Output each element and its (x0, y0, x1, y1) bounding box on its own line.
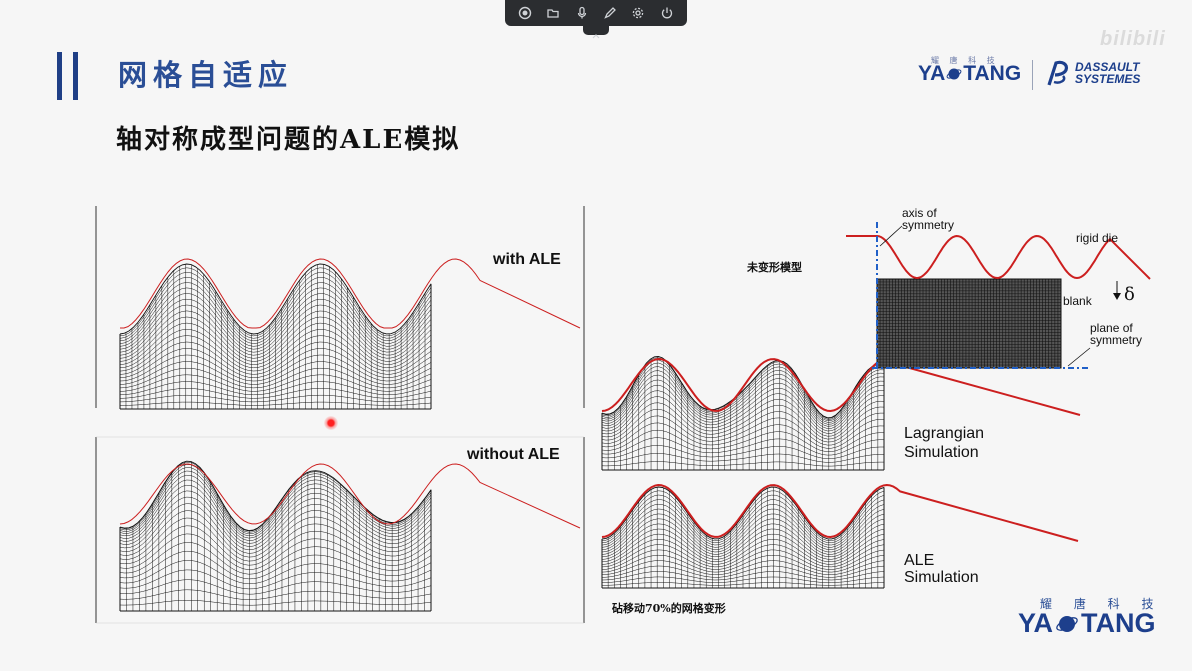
pen-icon[interactable] (601, 4, 619, 22)
ale-line1: ALE (904, 552, 935, 569)
label-ale-simulation: ALE Simulation (904, 552, 979, 586)
mesh-lagrangian (601, 355, 1081, 471)
title-bar-left (57, 52, 62, 100)
schematic-undeformed (846, 222, 1151, 370)
dassault-logo: DASSAULT SYSTEMES (1046, 58, 1140, 88)
yaotang-big-orbit-icon (1056, 615, 1078, 632)
record-icon[interactable] (516, 4, 534, 22)
yaotang-small-cn: 耀 唐 科 技 (931, 56, 999, 65)
yaotang-logo-big: YA TANG (1018, 608, 1156, 639)
axis-label-line2: symmetry (902, 218, 954, 232)
figure-frames (95, 206, 585, 624)
label-lagrangian-simulation: Lagrangian Simulation (904, 424, 984, 462)
title-bar-right (73, 52, 78, 100)
label-delta: δ (1124, 284, 1135, 305)
label-blank: blank (1063, 294, 1092, 308)
axis-label-line1: axis of (902, 206, 937, 220)
plane-label-line1: plane of (1090, 321, 1133, 335)
logo-divider (1032, 60, 1033, 90)
dassault-line2: SYSTEMES (1075, 72, 1141, 86)
power-icon[interactable] (658, 4, 676, 22)
label-without-ale: without ALE (467, 446, 560, 463)
caption-mesh-deformation: 砧移动70%的网格变形 (612, 602, 726, 615)
ale-line2: Simulation (904, 569, 979, 586)
mesh-without-ale (119, 460, 581, 612)
slide-title: 网格自适应 (118, 58, 294, 92)
folder-icon[interactable] (544, 4, 562, 22)
mesh-with-ale (119, 258, 581, 410)
plane-label-line2: symmetry (1090, 333, 1142, 347)
dassault-ds-icon (1047, 60, 1068, 86)
dassault-line1: DASSAULT (1075, 60, 1140, 74)
lagrangian-line2: Simulation (904, 444, 979, 461)
chevron-up-icon (592, 34, 600, 39)
mesh-ale (601, 484, 1079, 589)
label-plane-of-symmetry: plane of symmetry (1090, 322, 1142, 346)
yaotang-big-left: YA (1018, 608, 1054, 638)
recording-toolbar (505, 0, 687, 26)
yaotang-orbit-icon (946, 68, 962, 80)
slide-subtitle: 轴对称成型问题的ALE模拟 (116, 125, 461, 155)
label-rigid-die: rigid die (1076, 231, 1119, 245)
yaotang-big-cn: 耀 唐 科 技 (1040, 597, 1163, 611)
lagrangian-line1: Lagrangian (904, 425, 985, 442)
yaotang-logo-small: YA TANG (918, 62, 1021, 86)
yaotang-text-left: YA (918, 62, 946, 85)
label-undeformed: 未变形模型 (747, 261, 802, 274)
laser-pointer (324, 416, 338, 430)
settings-icon[interactable] (629, 4, 647, 22)
yaotang-text-right: TANG (963, 62, 1022, 85)
microphone-icon[interactable] (573, 4, 591, 22)
label-axis-of-symmetry: axis of symmetry (902, 207, 954, 231)
yaotang-big-right: TANG (1081, 608, 1156, 638)
toolbar-collapse-tab[interactable] (583, 26, 609, 39)
bilibili-watermark: bilibili (1100, 28, 1166, 50)
label-with-ale: with ALE (493, 251, 561, 268)
